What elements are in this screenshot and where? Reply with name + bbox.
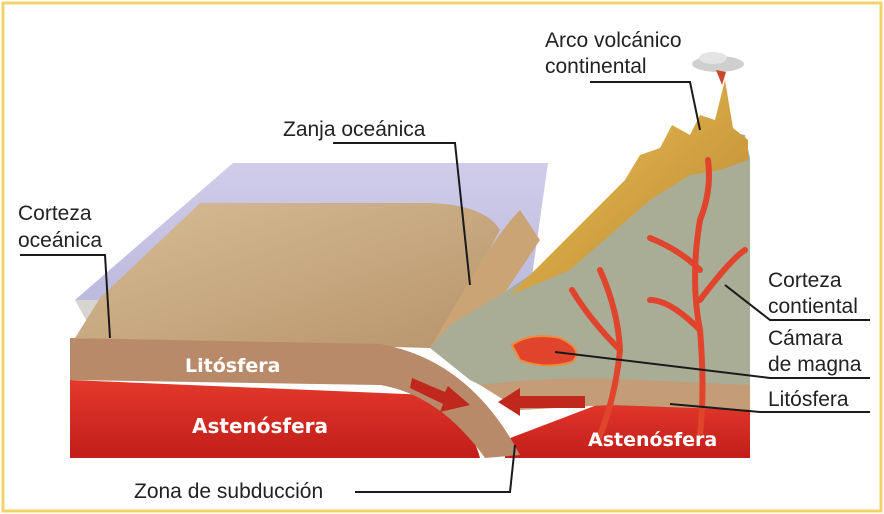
label-lithosphere-right: Litósfera [768, 388, 849, 411]
label-oceanic-crust-line2: oceánica [18, 229, 102, 252]
magma-chamber [512, 336, 576, 365]
label-oceanic-crust-line1: Corteza [18, 202, 92, 225]
label-continental-crust-line1: Corteza [768, 269, 842, 292]
label-volcanic-arc-line2: continental [545, 55, 647, 78]
volcano-plume-top [699, 52, 727, 64]
label-ocean-trench: Zanja oceánica [283, 118, 426, 141]
label-magma-chamber-line1: Cámara [768, 327, 843, 350]
label-asthenosphere-right: Astenósfera [588, 429, 717, 451]
label-subduction-zone: Zona de subducción [134, 480, 323, 503]
label-continental-crust-line2: contiental [768, 295, 858, 318]
label-lithosphere-left: Litósfera [185, 355, 280, 377]
label-magma-chamber-line2: de magna [768, 353, 862, 376]
label-volcanic-arc-line1: Arco volcánico [545, 29, 682, 52]
label-asthenosphere-left: Astenósfera [192, 414, 328, 438]
